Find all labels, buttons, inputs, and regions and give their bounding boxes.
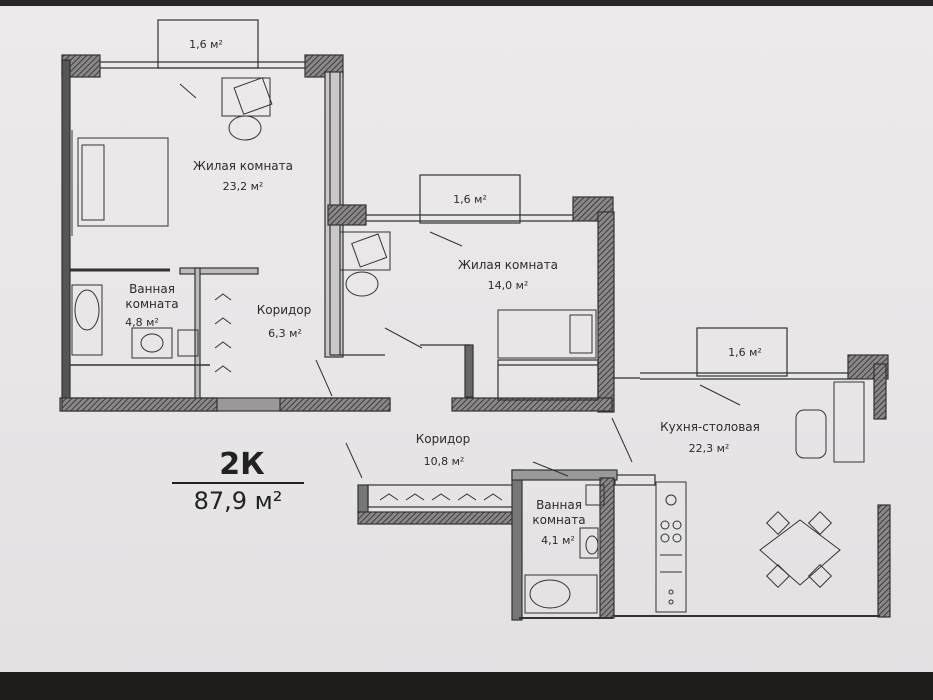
middle-block-walls [327, 174, 615, 413]
room-corridor-2-name: Коридор [415, 432, 471, 446]
left-block-walls [59, 19, 391, 412]
apartment-type: 2К [219, 447, 265, 482]
balcony-3-area: 1,6 м² [728, 346, 762, 359]
room-living-1-area: 23,2 м² [222, 180, 264, 193]
right-block-walls [612, 327, 891, 618]
room-bath-1-name: Ванная комната [125, 282, 179, 311]
balcony-2-area: 1,6 м² [453, 193, 487, 206]
badge-divider [172, 482, 304, 484]
room-kitchen-area: 22,3 м² [688, 442, 730, 455]
room-corridor-1-name: Коридор [256, 303, 312, 317]
dining-table-icon [759, 510, 841, 589]
bottom-furniture [379, 461, 605, 614]
room-living-2-area: 14,0 м² [487, 279, 529, 292]
monitor-bezel-bottom [0, 672, 933, 700]
middle-block-furniture [339, 231, 597, 479]
room-bath-2-name: Ванная комната [532, 498, 586, 527]
left-block-furniture [71, 77, 333, 397]
room-living-1-name: Жилая комната [193, 159, 293, 173]
room-corridor-1-area: 6,3 м² [268, 327, 302, 340]
kitchen-furniture [611, 381, 865, 613]
room-living-2-name: Жилая комната [458, 258, 558, 272]
hanger-icons-bottom [379, 493, 503, 501]
monitor-bezel-top [0, 0, 933, 6]
room-kitchen-name: Кухня-столовая [660, 420, 760, 434]
room-bath-1-area: 4,8 м² [125, 316, 159, 329]
room-corridor-2-area: 10,8 м² [423, 455, 465, 468]
total-area: 87,9 м² [193, 487, 283, 515]
balcony-1-area: 1,6 м² [189, 38, 223, 51]
room-bath-2-area: 4,1 м² [541, 534, 575, 547]
hanger-icons [214, 293, 232, 373]
